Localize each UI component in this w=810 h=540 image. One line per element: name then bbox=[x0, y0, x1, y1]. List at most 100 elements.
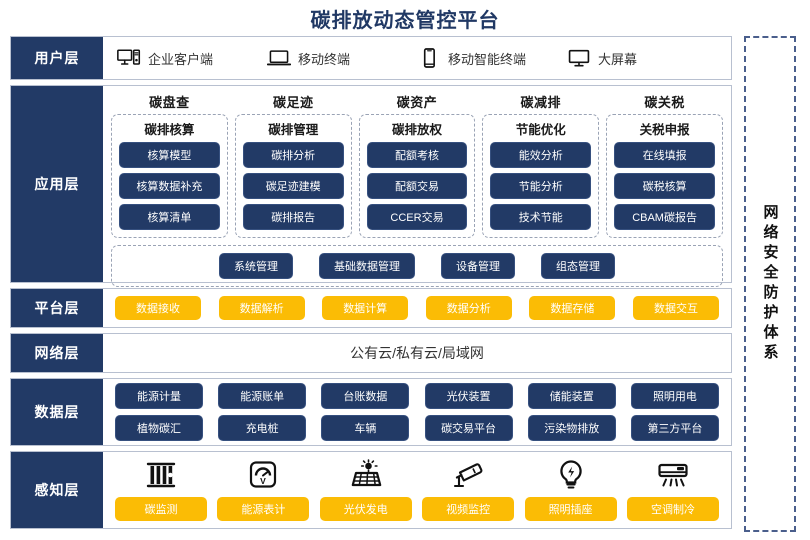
network-description: 公有云/私有云/局域网 bbox=[350, 345, 484, 361]
app-column-box: 碳排管理 碳排分析 碳足迹建模 碳排报告 bbox=[234, 114, 352, 238]
app-column-title: 碳足迹 bbox=[272, 95, 314, 110]
network-security-sidebar: 网络安全防护体系 bbox=[744, 36, 796, 532]
user-terminal-label: 企业客户端 bbox=[148, 51, 214, 67]
layer-body-platform: 数据接收 数据解析 数据计算 数据分析 数据存储 数据交互 bbox=[103, 289, 731, 327]
perception-device-energy-meter[interactable]: V 能源表计 bbox=[217, 459, 310, 521]
user-terminal-enterprise-client[interactable]: 企业客户端 bbox=[117, 47, 267, 69]
app-module-button[interactable]: 节能分析 bbox=[490, 173, 592, 199]
data-source-button[interactable]: 能源计量 bbox=[115, 383, 203, 409]
app-module-button[interactable]: CCER交易 bbox=[366, 204, 468, 230]
management-button-basic-data[interactable]: 基础数据管理 bbox=[319, 253, 415, 279]
user-terminal-mobile[interactable]: 移动终端 bbox=[267, 47, 417, 69]
data-source-button[interactable]: 碳交易平台 bbox=[424, 415, 513, 441]
app-module-button[interactable]: 在线填报 bbox=[614, 142, 715, 168]
data-source-button[interactable]: 植物碳汇 bbox=[115, 415, 203, 441]
management-button-system[interactable]: 系统管理 bbox=[219, 253, 293, 279]
app-column-subtitle: 碳排核算 bbox=[144, 123, 195, 137]
platform-capability-button[interactable]: 数据计算 bbox=[322, 296, 409, 320]
layer-label-application: 应用层 bbox=[11, 86, 103, 282]
app-column-box: 关税申报 在线填报 碳税核算 CBAM碳报告 bbox=[606, 114, 723, 238]
laptop-icon bbox=[267, 47, 291, 69]
layer-body-data: 能源计量 能源账单 台账数据 光伏装置 储能装置 照明用电 植物碳汇 充电桩 车… bbox=[103, 379, 731, 445]
application-columns: 碳盘查 碳排核算 核算模型 核算数据补充 核算清单 碳足迹 碳排管理 碳排分析 bbox=[111, 92, 723, 238]
data-source-button[interactable]: 储能装置 bbox=[527, 383, 616, 409]
user-terminal-label: 大屏幕 bbox=[598, 51, 638, 67]
app-module-button[interactable]: 技术节能 bbox=[490, 204, 592, 230]
perception-device-label[interactable]: 空调制冷 bbox=[626, 497, 719, 521]
app-module-button[interactable]: 配额考核 bbox=[366, 142, 468, 168]
data-source-button[interactable]: 能源账单 bbox=[218, 383, 307, 409]
energy-meter-icon: V bbox=[246, 459, 280, 497]
app-module-button[interactable]: 配额交易 bbox=[366, 173, 468, 199]
perception-device-solar-power[interactable]: 光伏发电 bbox=[319, 459, 412, 521]
air-conditioner-icon bbox=[656, 459, 690, 497]
app-module-button[interactable]: 碳排分析 bbox=[242, 142, 344, 168]
app-module-button[interactable]: 核算数据补充 bbox=[119, 173, 220, 199]
app-module-button[interactable]: 核算清单 bbox=[119, 204, 220, 230]
layer-label-data: 数据层 bbox=[11, 379, 103, 445]
perception-device-video-surveillance[interactable]: 视频监控 bbox=[422, 459, 515, 521]
platform-capability-button[interactable]: 数据分析 bbox=[425, 296, 512, 320]
app-column-box: 碳排放权 配额考核 配额交易 CCER交易 bbox=[358, 114, 476, 238]
data-source-button[interactable]: 车辆 bbox=[321, 415, 410, 441]
carbon-sensor-icon bbox=[144, 459, 178, 497]
layer-stack: 用户层 企业客户端 bbox=[10, 36, 732, 532]
layer-row-data: 数据层 能源计量 能源账单 台账数据 光伏装置 储能装置 照明用电 植物碳汇 充… bbox=[10, 378, 732, 446]
app-module-button[interactable]: 碳排报告 bbox=[242, 204, 344, 230]
svg-text:V: V bbox=[261, 476, 267, 486]
app-column-carbon-reduction: 碳减排 节能优化 能效分析 节能分析 技术节能 bbox=[482, 92, 600, 238]
perception-device-label[interactable]: 碳监测 bbox=[115, 497, 207, 521]
data-source-row-1: 能源计量 能源账单 台账数据 光伏装置 储能装置 照明用电 bbox=[115, 383, 719, 409]
app-module-button[interactable]: 碳足迹建模 bbox=[242, 173, 344, 199]
layer-body-network: 公有云/私有云/局域网 bbox=[103, 334, 731, 372]
layer-label-platform: 平台层 bbox=[11, 289, 103, 327]
data-source-button[interactable]: 光伏装置 bbox=[424, 383, 513, 409]
perception-device-air-conditioning[interactable]: 空调制冷 bbox=[626, 459, 719, 521]
app-column-subtitle: 节能优化 bbox=[515, 123, 566, 137]
layer-label-perception: 感知层 bbox=[11, 452, 103, 528]
perception-device-lighting-socket[interactable]: 照明插座 bbox=[524, 459, 617, 521]
platform-capability-button[interactable]: 数据解析 bbox=[218, 296, 305, 320]
platform-capability-button[interactable]: 数据存储 bbox=[529, 296, 616, 320]
app-column-title: 碳关税 bbox=[644, 95, 685, 110]
app-module-button[interactable]: CBAM碳报告 bbox=[614, 204, 715, 230]
app-column-title: 碳资产 bbox=[396, 95, 438, 110]
layer-row-user: 用户层 企业客户端 bbox=[10, 36, 732, 80]
layer-body-user: 企业客户端 移动终端 bbox=[103, 37, 731, 79]
perception-device-label[interactable]: 能源表计 bbox=[217, 497, 310, 521]
perception-device-carbon-monitor[interactable]: 碳监测 bbox=[115, 459, 207, 521]
data-source-button[interactable]: 充电桩 bbox=[218, 415, 307, 441]
layer-row-network: 网络层 公有云/私有云/局域网 bbox=[10, 333, 732, 373]
layer-label-network: 网络层 bbox=[11, 334, 103, 372]
platform-capability-button[interactable]: 数据交互 bbox=[632, 296, 719, 320]
perception-device-label[interactable]: 光伏发电 bbox=[319, 497, 412, 521]
user-terminal-smart-mobile[interactable]: 移动智能终端 bbox=[417, 47, 567, 69]
app-module-button[interactable]: 碳税核算 bbox=[614, 173, 715, 199]
management-button-device[interactable]: 设备管理 bbox=[441, 253, 515, 279]
data-source-button[interactable]: 台账数据 bbox=[321, 383, 410, 409]
monitor-icon bbox=[567, 47, 591, 69]
network-security-label: 网络安全防护体系 bbox=[761, 204, 779, 364]
app-module-button[interactable]: 核算模型 bbox=[119, 142, 220, 168]
data-source-button[interactable]: 污染物排放 bbox=[527, 415, 616, 441]
management-button-configuration[interactable]: 组态管理 bbox=[541, 253, 615, 279]
layer-body-application: 碳盘查 碳排核算 核算模型 核算数据补充 核算清单 碳足迹 碳排管理 碳排分析 bbox=[103, 86, 731, 287]
data-source-row-2: 植物碳汇 充电桩 车辆 碳交易平台 污染物排放 第三方平台 bbox=[115, 415, 719, 441]
perception-device-label[interactable]: 视频监控 bbox=[422, 497, 515, 521]
perception-device-label[interactable]: 照明插座 bbox=[524, 497, 617, 521]
lightbulb-icon bbox=[554, 459, 588, 497]
layer-row-platform: 平台层 数据接收 数据解析 数据计算 数据分析 数据存储 数据交互 bbox=[10, 288, 732, 328]
app-column-carbon-footprint: 碳足迹 碳排管理 碳排分析 碳足迹建模 碳排报告 bbox=[234, 92, 352, 238]
user-terminal-large-screen[interactable]: 大屏幕 bbox=[567, 47, 717, 69]
solar-panel-icon bbox=[349, 459, 383, 497]
app-column-carbon-tariff: 碳关税 关税申报 在线填报 碳税核算 CBAM碳报告 bbox=[606, 92, 723, 238]
app-column-box: 碳排核算 核算模型 核算数据补充 核算清单 bbox=[111, 114, 228, 238]
data-source-button[interactable]: 第三方平台 bbox=[630, 415, 719, 441]
app-column-title: 碳盘查 bbox=[149, 95, 190, 110]
data-source-button[interactable]: 照明用电 bbox=[630, 383, 719, 409]
platform-capability-button[interactable]: 数据接收 bbox=[115, 296, 201, 320]
app-column-subtitle: 碳排放权 bbox=[391, 123, 442, 137]
app-module-button[interactable]: 能效分析 bbox=[490, 142, 592, 168]
app-column-carbon-inventory: 碳盘查 碳排核算 核算模型 核算数据补充 核算清单 bbox=[111, 92, 228, 238]
